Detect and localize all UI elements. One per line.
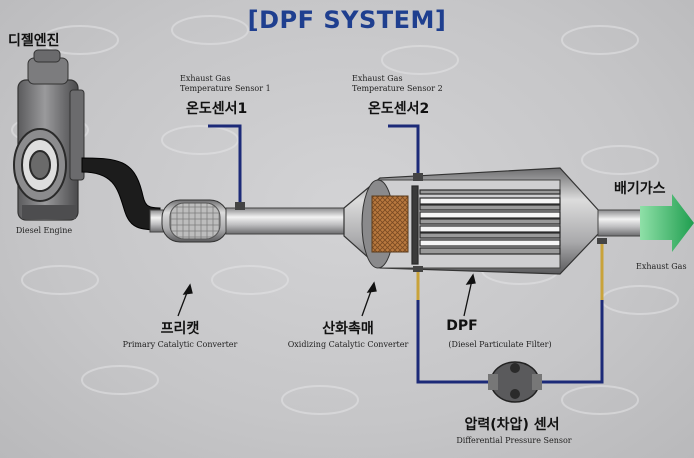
exhaust-flow-arrow-icon (640, 194, 694, 252)
dpf-housing (343, 167, 601, 275)
sensor1-label-en-2: Temperature Sensor 1 (180, 84, 271, 93)
exhaust-hose (81, 157, 161, 231)
engine-label-en: Diesel Engine (15, 226, 73, 235)
sensor2-label-en-2: Temperature Sensor 2 (352, 84, 443, 93)
dps-label-en: Differential Pressure Sensor (456, 436, 572, 445)
occ-label-en: Oxidizing Catalytic Converter (287, 340, 409, 349)
sensor1-label-en-1: Exhaust Gas (180, 74, 231, 83)
temperature-sensor-2 (388, 124, 423, 181)
sensor2-label-ko: 온도센서2 (368, 101, 430, 117)
engine-label-ko: 디젤엔진 (8, 33, 60, 49)
pressure-lines (413, 238, 607, 384)
diagram-title: [DPF SYSTEM] (247, 6, 447, 34)
dpf-filter-channels (411, 185, 561, 265)
diesel-engine-illustration (13, 49, 85, 221)
pcc-label-en: Primary Catalytic Converter (122, 340, 238, 349)
sensor1-label-ko: 온도센서1 (186, 101, 248, 117)
callout-arrows (177, 273, 476, 317)
primary-catalytic-converter (161, 199, 229, 243)
dps-label-ko: 압력(차압) 센서 (464, 417, 560, 433)
middle-pipe (225, 207, 347, 235)
differential-pressure-sensor (488, 361, 542, 403)
temperature-sensor-1 (208, 124, 245, 210)
dpf-label-en: (Diesel Particulate Filter) (448, 340, 552, 349)
exhaust-label-ko: 배기가스 (614, 181, 666, 197)
dpf-label-ko: DPF (446, 318, 478, 334)
sensor2-label-en-1: Exhaust Gas (352, 74, 403, 83)
pcc-label-ko: 프리캣 (160, 321, 200, 337)
occ-label-ko: 산화촉매 (322, 321, 374, 337)
exhaust-label-en: Exhaust Gas (636, 262, 687, 271)
oxidizing-catalyst-core (371, 195, 409, 253)
